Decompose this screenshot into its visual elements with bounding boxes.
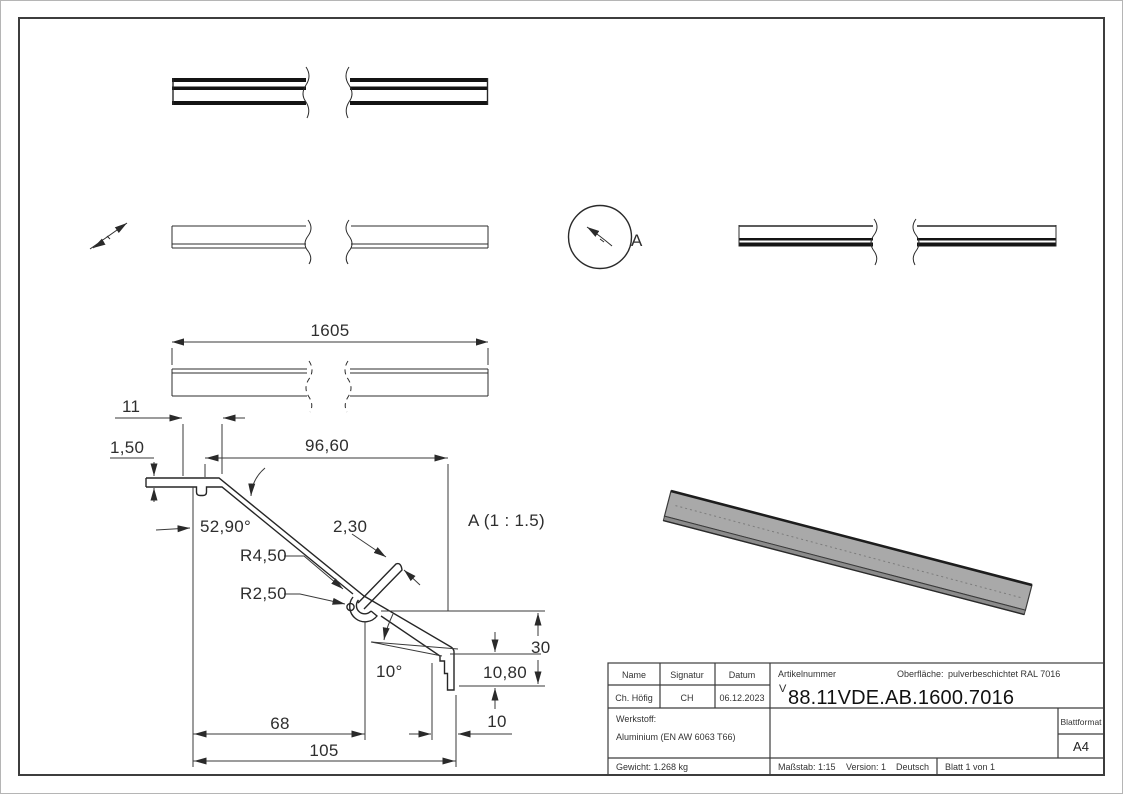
isometric-view	[662, 489, 1033, 616]
dim-slope-angle: 52,90°	[200, 517, 251, 536]
tb-sheet-info: Blatt 1 von 1	[945, 762, 995, 772]
profile-side-view	[171, 219, 489, 265]
tb-name: Ch. Höfig	[615, 693, 653, 703]
dim-total-width: 105	[309, 741, 338, 760]
profile-outer-edge	[146, 477, 455, 691]
tb-article-label: Artikelnummer	[778, 669, 836, 679]
section-detail-view: 11 1,50 96,60 52,90° 2,30 R4,50 R2,50 10…	[110, 397, 551, 767]
tb-material-label: Werkstoff:	[616, 714, 656, 724]
profile-tab	[357, 562, 403, 610]
tb-article-prefix: V	[779, 683, 787, 695]
tb-signature: CH	[681, 693, 694, 703]
dim-top-width: 11	[122, 397, 140, 416]
tb-format-label: Blattformat	[1060, 717, 1102, 727]
detail-view-title: A (1 : 1.5)	[468, 511, 545, 530]
screw-boss-inner	[355, 599, 372, 615]
tb-surface-value: pulverbeschichtet RAL 7016	[948, 669, 1060, 679]
detail-circle: A	[567, 204, 643, 270]
dim-slope-width: 96,60	[305, 436, 349, 455]
screw-boss-outer	[349, 596, 378, 623]
tb-version: Version: 1	[846, 762, 886, 772]
tb-date: 06.12.2023	[719, 693, 764, 703]
dim-tab-thickness: 2,30	[333, 517, 367, 536]
profile-length-view: 1605	[171, 321, 489, 413]
tb-col-name: Name	[622, 670, 646, 680]
profile-top-view	[172, 66, 489, 119]
title-block: Name Signatur Datum Ch. Höfig CH 06.12.2…	[607, 662, 1105, 776]
tb-article-number: 88.11VDE.AB.1600.7016	[788, 687, 1014, 709]
dim-end-width: 10	[487, 712, 507, 731]
tb-format-value: A4	[1073, 739, 1089, 754]
screw-boss-nub	[346, 602, 355, 612]
dim-outer-radius: R4,50	[240, 546, 287, 565]
dim-lip-height: 10,80	[483, 663, 527, 682]
dim-end-angle: 10°	[376, 662, 403, 681]
tb-col-date: Datum	[729, 670, 756, 680]
dim-overall-length: 1605	[310, 321, 349, 340]
profile-inner-edge	[146, 486, 354, 595]
tb-language: Deutsch	[896, 762, 929, 772]
profile-bottom-view	[738, 218, 1057, 266]
tb-material-value: Aluminium (EN AW 6063 T66)	[616, 732, 736, 742]
dim-inner-radius: R2,50	[240, 584, 287, 603]
drawing-frame	[18, 17, 1105, 776]
tb-scale: Maßstab: 1:15	[778, 762, 836, 772]
tb-weight: Gewicht: 1.268 kg	[616, 762, 688, 772]
dim-base-width: 68	[270, 714, 290, 733]
dim-end-height: 30	[531, 638, 551, 657]
tb-surface-label: Oberfläche:	[897, 669, 944, 679]
section-profile-symbol	[89, 222, 128, 250]
dim-thickness: 1,50	[110, 438, 144, 457]
detail-circle-label: A	[631, 231, 643, 250]
tb-col-signature: Signatur	[670, 670, 704, 680]
